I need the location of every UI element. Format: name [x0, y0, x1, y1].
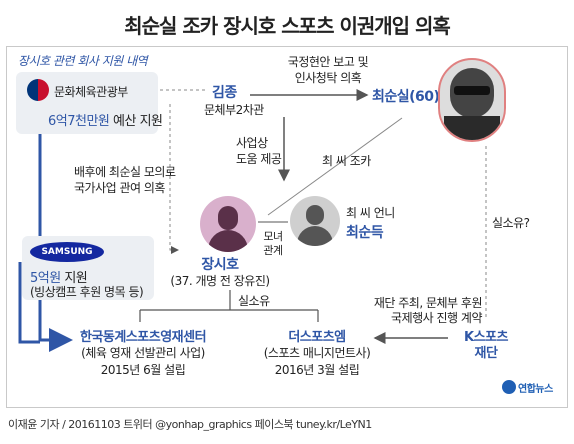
thesports-date: 2016년 3월 설립: [274, 363, 360, 377]
k-contract-note: 재단 주최, 문체부 후원 국제행사 진행 계약: [373, 296, 483, 325]
choi-photo: [438, 58, 506, 142]
choi-name: 최순실(60): [372, 89, 440, 105]
samsung-detail: (빙상캠프 후원 명목 등): [30, 285, 144, 299]
jang-silhouette-icon: [200, 196, 256, 252]
background-label: 배후에 최순실 모의로 국가사업 관여 의혹: [74, 165, 176, 195]
background-dash: [169, 104, 179, 254]
report-label: 국정현안 보고 및 인사청탁 의혹: [287, 55, 369, 85]
samsung-logo: SAMSUNG: [30, 242, 104, 262]
k-foundation: K스포츠 재단: [464, 330, 508, 361]
yonhap-logo-text: 연합뉴스: [518, 384, 553, 395]
samsung-support-line: [18, 262, 40, 344]
credit-line: 이재윤 기자 / 20161103 트위터 @yonhap_graphics 페…: [8, 418, 372, 431]
samsung-support: 5억원 지원: [30, 267, 88, 286]
owner-label: 실소유: [238, 294, 270, 308]
page-title: 최순실 조카 장시호 스포츠 이권개입 의혹: [124, 14, 451, 38]
business-help-label: 사업상 도움 제공: [236, 136, 282, 166]
niece-label: 최 씨 조카: [322, 154, 371, 168]
samsung-amount: 5억원: [30, 271, 61, 286]
center-desc: (체육 영재 선발관리 사업): [81, 346, 205, 360]
diagram-frame: [6, 46, 568, 408]
ministry-support: 6억7천만원 예산 지원: [48, 110, 163, 129]
center-date: 2015년 6월 설립: [100, 363, 186, 377]
samsung-note: 지원: [64, 271, 88, 286]
thesports-desc: (스포츠 매니지먼트사): [263, 346, 371, 360]
ministry-name: 문화체육관광부: [54, 85, 128, 99]
jang-desc: (37. 개명 전 장유진): [170, 274, 270, 288]
ministry-note: 예산 지원: [113, 114, 163, 129]
jang-name: 장시호: [201, 257, 239, 273]
ownership-bracket: [139, 290, 319, 322]
ownership-question: 실소유?: [492, 216, 530, 230]
center-name: 한국동계스포츠영재센터: [79, 330, 207, 345]
support-header: 장시호 관련 회사 지원 내역: [18, 54, 148, 68]
sister-silhouette-icon: [290, 196, 340, 246]
yonhap-logo-icon: [502, 380, 516, 394]
mother-daughter-label: 모녀 관계: [263, 230, 283, 257]
choi-niece-line: [267, 117, 403, 216]
kimjong-name: 김종: [212, 85, 237, 101]
ministry-amount: 6억7천만원: [48, 114, 110, 129]
taegeuk-icon: [27, 79, 49, 101]
sister-name: 최순득: [346, 225, 384, 241]
kimjong-title: 문체부2차관: [204, 103, 264, 117]
sister-prefix: 최 씨 언니: [346, 206, 395, 220]
ministry-support-line: [38, 112, 73, 352]
thesports-name: 더스포츠엠: [288, 330, 346, 345]
